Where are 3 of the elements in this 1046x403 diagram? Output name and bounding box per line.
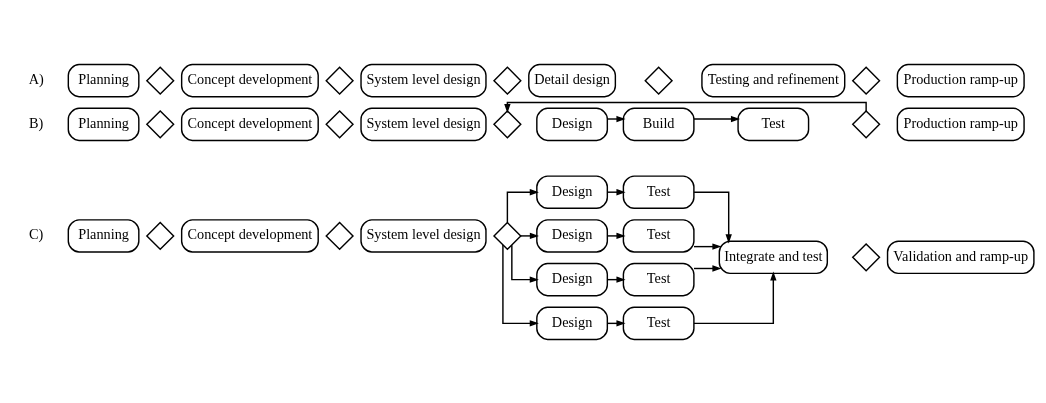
label: B) bbox=[29, 114, 44, 131]
label: A) bbox=[28, 70, 44, 87]
label: C) bbox=[29, 225, 44, 242]
